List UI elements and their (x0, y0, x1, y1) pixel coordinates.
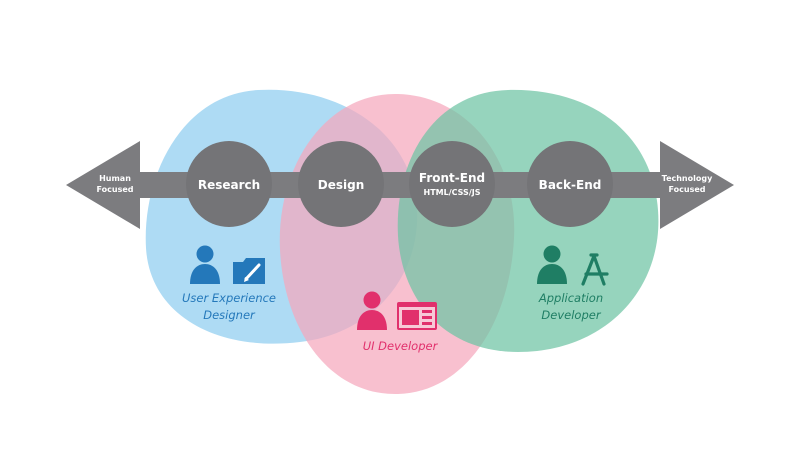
browser-window-icon (397, 302, 437, 330)
left-end-label-2: Focused (97, 185, 134, 194)
role-ux-designer: User Experience Designer (182, 245, 276, 322)
role-label: UI Developer (363, 339, 439, 353)
stage-back-end: Back-End (527, 141, 613, 227)
role-label: Application (538, 291, 603, 305)
role-label-2: Developer (541, 308, 601, 322)
role-ui-developer: UI Developer (357, 291, 439, 353)
role-app-developer: Application Developer (537, 245, 609, 322)
app-store-icon (581, 253, 609, 286)
spectrum-arrow: Human Focused Technology Focused (66, 141, 734, 229)
right-end-label-2: Focused (669, 185, 706, 194)
stage-circle (298, 141, 384, 227)
user-icon (357, 291, 387, 330)
stage-label: Back-End (539, 178, 602, 192)
stage-design: Design (298, 141, 384, 227)
stage-label: Design (318, 178, 365, 192)
stage-label: Research (198, 178, 260, 192)
right-end-label: Technology (662, 174, 713, 183)
folder-pen-icon (233, 258, 265, 284)
stage-circle (186, 141, 272, 227)
stage-circle (409, 141, 495, 227)
role-label: User Experience (182, 291, 276, 305)
user-icon (537, 245, 567, 284)
stage-research: Research (186, 141, 272, 227)
stage-circle (527, 141, 613, 227)
stage-sublabel: HTML/CSS/JS (424, 188, 481, 197)
stage-front-end: Front-End HTML/CSS/JS (409, 141, 495, 227)
stage-label: Front-End (419, 171, 485, 185)
spectrum-arrow-shape (66, 141, 734, 229)
user-icon (190, 245, 220, 284)
role-label-2: Designer (203, 308, 256, 322)
left-end-label: Human (99, 174, 131, 183)
